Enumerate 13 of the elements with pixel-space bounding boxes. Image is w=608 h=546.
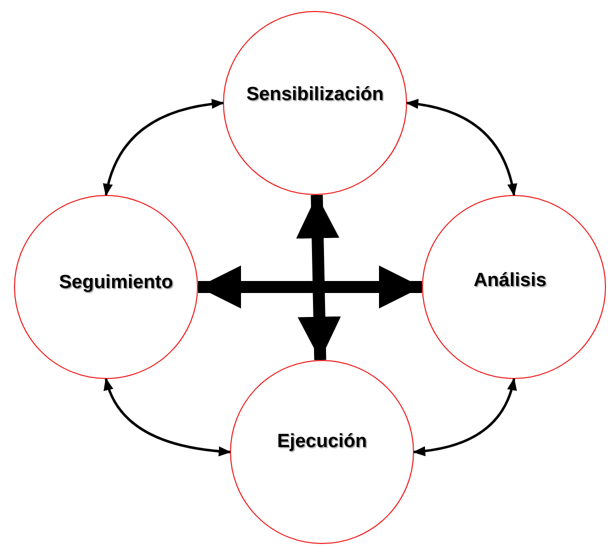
stage-circle	[223, 11, 407, 195]
curved-double-arrow	[104, 378, 232, 456]
stage-circle	[422, 195, 606, 379]
stage-label: Análisis	[474, 270, 546, 292]
stage-circle	[230, 360, 414, 544]
thick-double-arrow	[198, 265, 422, 309]
curved-double-arrow	[412, 378, 516, 456]
curved-double-arrow	[406, 99, 517, 196]
stage-circle	[14, 195, 198, 379]
stage-label: Ejecución	[277, 431, 367, 453]
curved-double-arrow	[104, 99, 224, 196]
stage-label: Sensibilización	[246, 84, 384, 106]
stage-label: Seguimiento	[58, 272, 173, 294]
